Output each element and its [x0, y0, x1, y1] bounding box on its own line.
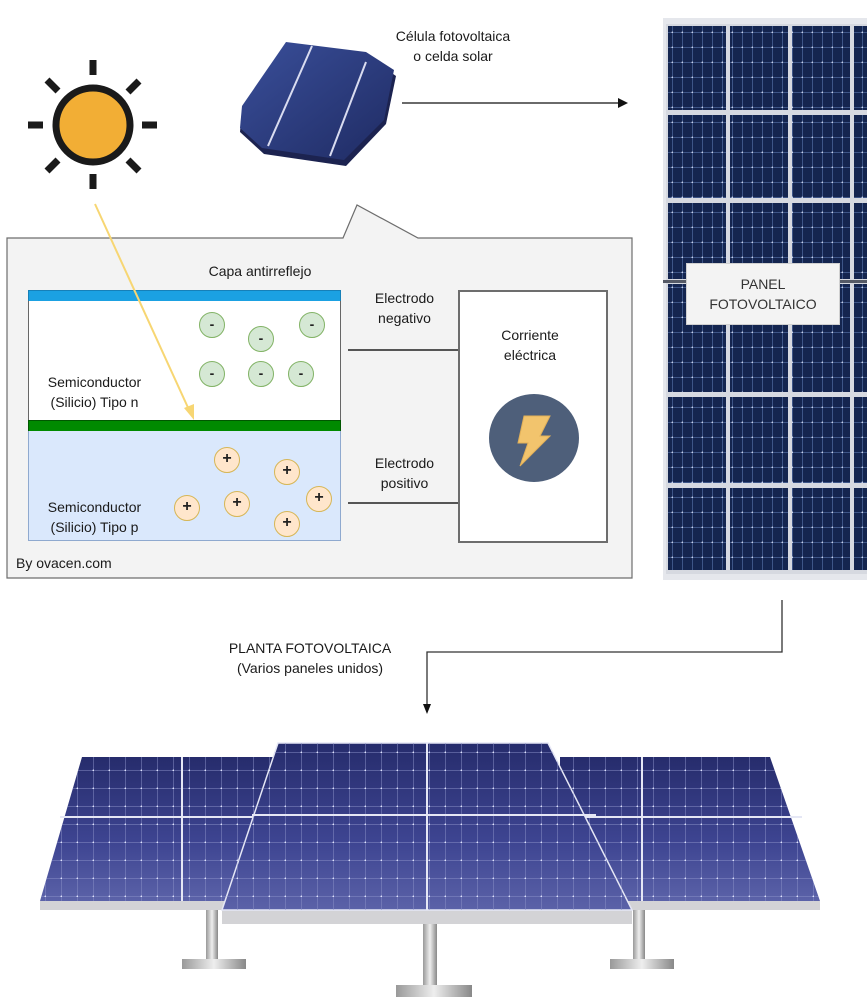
p-type-label: Semiconductor (Silicio) Tipo p: [32, 497, 157, 537]
n-type-label-line1: Semiconductor: [47, 374, 142, 390]
hole-symbol: +: [282, 514, 292, 531]
panel-label-line2: FOTOVOLTAICO: [709, 296, 817, 312]
electron-icon: -: [299, 312, 325, 338]
positive-electrode-line1: Electrodo: [374, 455, 435, 471]
lightning-bolt-icon: [488, 393, 580, 483]
n-type-label: Semiconductor (Silicio) Tipo n: [32, 372, 157, 412]
negative-electrode-label: Electrodo negativo: [352, 288, 457, 328]
arrow-panel-to-plant: [420, 600, 790, 718]
credit-label: By ovacen.com: [16, 555, 112, 571]
negative-electrode-line1: Electrodo: [374, 290, 435, 306]
electron-symbol: -: [209, 365, 215, 381]
electron-icon: -: [248, 326, 274, 352]
cell-label-line2: o celda solar: [413, 48, 493, 64]
hole-symbol: +: [182, 498, 192, 515]
hole-symbol: +: [314, 489, 324, 506]
electron-symbol: -: [309, 316, 315, 332]
electron-symbol: -: [258, 365, 264, 381]
hole-icon: +: [274, 459, 300, 485]
sun-icon: [25, 58, 160, 193]
negative-electrode-line2: negativo: [378, 310, 431, 326]
p-type-label-line1: Semiconductor: [47, 499, 142, 515]
hole-icon: +: [174, 495, 200, 521]
electron-symbol: -: [209, 316, 215, 332]
electric-current-label: Corriente eléctrica: [470, 325, 590, 365]
n-type-label-line2: (Silicio) Tipo n: [50, 394, 139, 410]
hole-particles: + + + + + +: [0, 0, 332, 537]
electron-icon: -: [199, 361, 225, 387]
hole-icon: +: [306, 486, 332, 512]
positive-electrode-line2: positivo: [380, 475, 429, 491]
panel-label-line1: PANEL: [740, 276, 786, 292]
electron-particles: - - - - - -: [0, 0, 325, 387]
electric-current-line2: eléctrica: [503, 347, 557, 363]
plant-label-line1: PLANTA FOTOVOLTAICA: [228, 640, 392, 656]
electron-icon: -: [199, 312, 225, 338]
positive-electrode-label: Electrodo positivo: [352, 453, 457, 493]
plant-label-line2: (Varios paneles unidos): [236, 660, 384, 676]
solar-cell-image: [238, 40, 398, 170]
cell-label-line1: Célula fotovoltaica: [395, 28, 511, 44]
plant-label: PLANTA FOTOVOLTAICA (Varios paneles unid…: [200, 638, 420, 678]
hole-symbol: +: [222, 450, 232, 467]
electron-symbol: -: [298, 365, 304, 381]
positive-electrode-wire: [348, 502, 470, 504]
arrow-cell-to-panel: [402, 96, 632, 110]
panel-label: PANEL FOTOVOLTAICO: [686, 263, 840, 325]
hole-symbol: +: [232, 494, 242, 511]
electron-icon: -: [288, 361, 314, 387]
antireflective-label: Capa antirreflejo: [208, 263, 312, 279]
solar-plant-image: [30, 735, 830, 1005]
p-type-label-line2: (Silicio) Tipo p: [50, 519, 139, 535]
negative-electrode-wire: [348, 349, 470, 351]
hole-icon: +: [274, 511, 300, 537]
electron-icon: -: [248, 361, 274, 387]
cell-label: Célula fotovoltaica o celda solar: [378, 26, 528, 66]
hole-icon: +: [214, 447, 240, 473]
electric-current-line1: Corriente: [501, 327, 559, 343]
hole-symbol: +: [282, 462, 292, 479]
hole-icon: +: [224, 491, 250, 517]
electron-symbol: -: [258, 330, 264, 346]
